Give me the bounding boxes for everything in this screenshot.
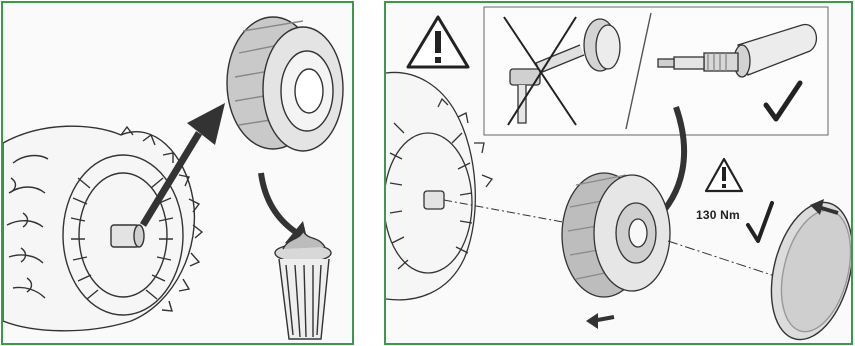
step-install-panel: 130 Nm: [384, 1, 853, 345]
alternator-icon: [386, 72, 492, 299]
torque-warning-icon: [706, 159, 742, 191]
remove-step-illustration: [3, 3, 352, 343]
step-remove-panel: [1, 1, 354, 345]
warning-triangle-icon: [408, 17, 468, 67]
torque-checkmark-icon: [748, 203, 772, 241]
torque-value-label: 130 Nm: [696, 208, 740, 222]
new-pulley-icon: [562, 173, 670, 297]
alternator-pulley-old-icon: [227, 17, 343, 151]
trash-can-icon: [275, 231, 331, 339]
install-step-illustration: [386, 3, 851, 343]
direction-arrow-left-icon: [586, 313, 614, 329]
pulley-cap-icon: [758, 194, 851, 343]
alternator-icon: [3, 126, 202, 331]
